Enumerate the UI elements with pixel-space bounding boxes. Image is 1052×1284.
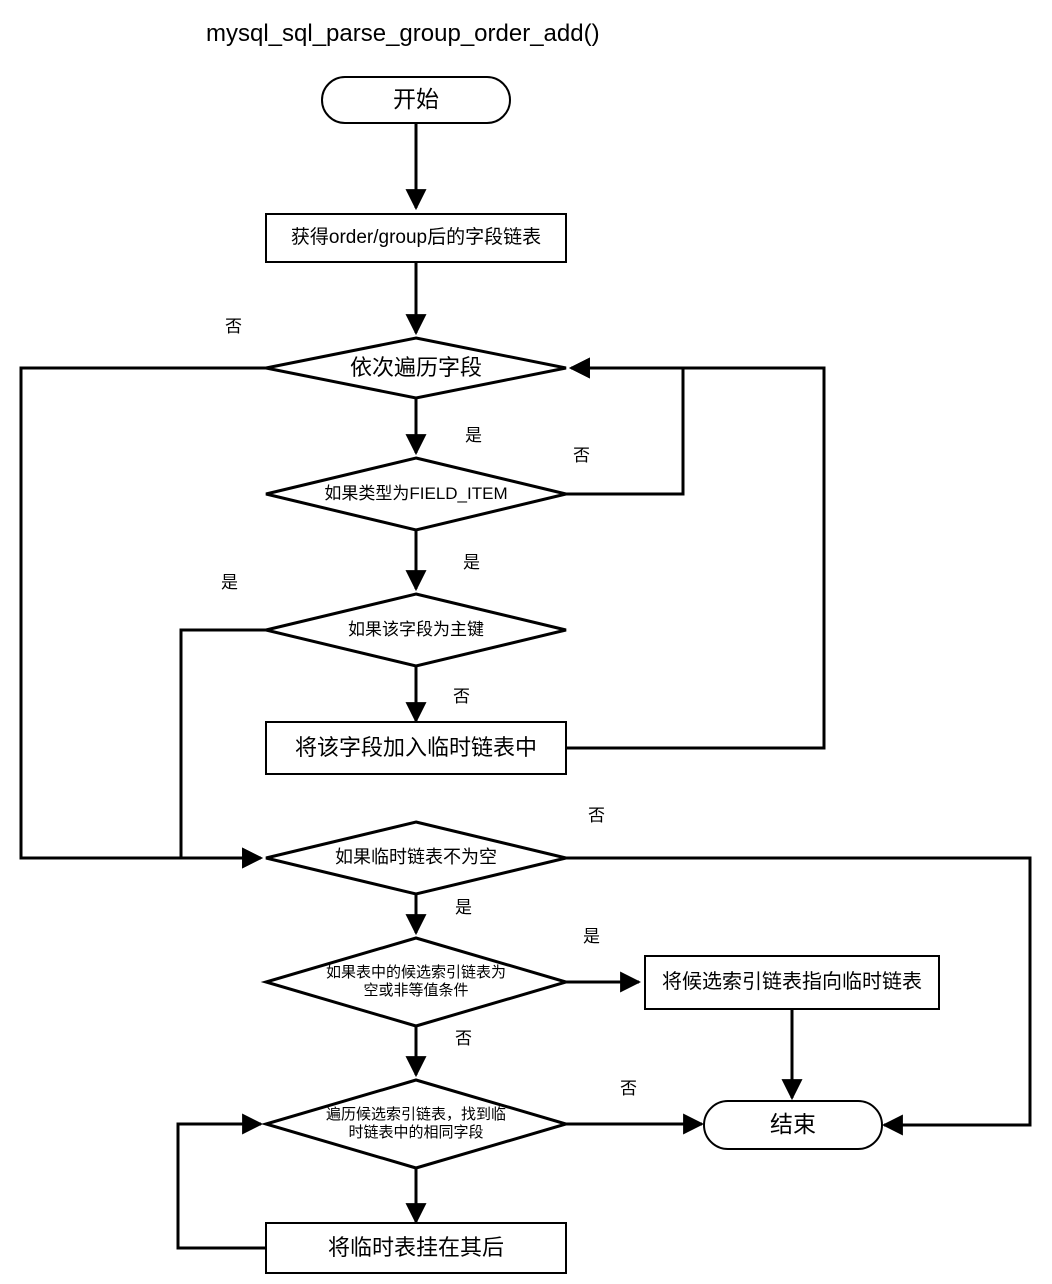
node-get-field-list[interactable]: 获得order/group后的字段链表	[265, 213, 567, 263]
decision-shape-is_pk	[265, 592, 567, 668]
edge-iterate-no	[19, 366, 266, 869]
decision-shape-tmp_not_nil	[265, 820, 567, 896]
decision-shape-cand_empty	[260, 936, 572, 1028]
node-end[interactable]: 结束	[703, 1100, 883, 1150]
node-start[interactable]: 开始	[321, 76, 511, 124]
edge-is_field-no	[566, 357, 685, 496]
edge-label-is-pk-yes: 是	[221, 573, 238, 592]
node-point-candidate-to-temp[interactable]: 将候选索引链表指向临时链表	[644, 955, 940, 1010]
edge-add_tmp-to-iterate	[567, 357, 826, 750]
edge-attach-to-find_same	[176, 1113, 265, 1250]
edge-label-is-pk-no: 否	[453, 687, 470, 706]
edge-label-cand-empty-yes: 是	[583, 927, 600, 946]
decision-shape-find_same	[260, 1078, 572, 1170]
edge-label-temp-not-empty-no: 否	[588, 806, 605, 825]
node-add-field-to-temp-list[interactable]: 将该字段加入临时链表中	[265, 721, 567, 775]
edge-tmp_not_nil-no	[566, 856, 1032, 1136]
edge-label-is-field-yes: 是	[463, 553, 480, 572]
edge-label-iterate-yes: 是	[465, 426, 482, 445]
decision-shape-is_field	[265, 456, 567, 532]
edge-label-is-field-no: 否	[573, 446, 590, 465]
edge-label-find-same-no: 否	[620, 1079, 637, 1098]
diagram-title: mysql_sql_parse_group_order_add()	[206, 20, 600, 47]
edge-label-cand-empty-no: 否	[455, 1029, 472, 1048]
node-attach-temp-list[interactable]: 将临时表挂在其后	[265, 1222, 567, 1274]
edge-is_pk-yes	[179, 628, 266, 869]
decision-shape-iterate	[265, 336, 567, 400]
edge-label-iterate-no: 否	[225, 317, 242, 336]
edge-label-temp-not-empty-yes: 是	[455, 898, 472, 917]
